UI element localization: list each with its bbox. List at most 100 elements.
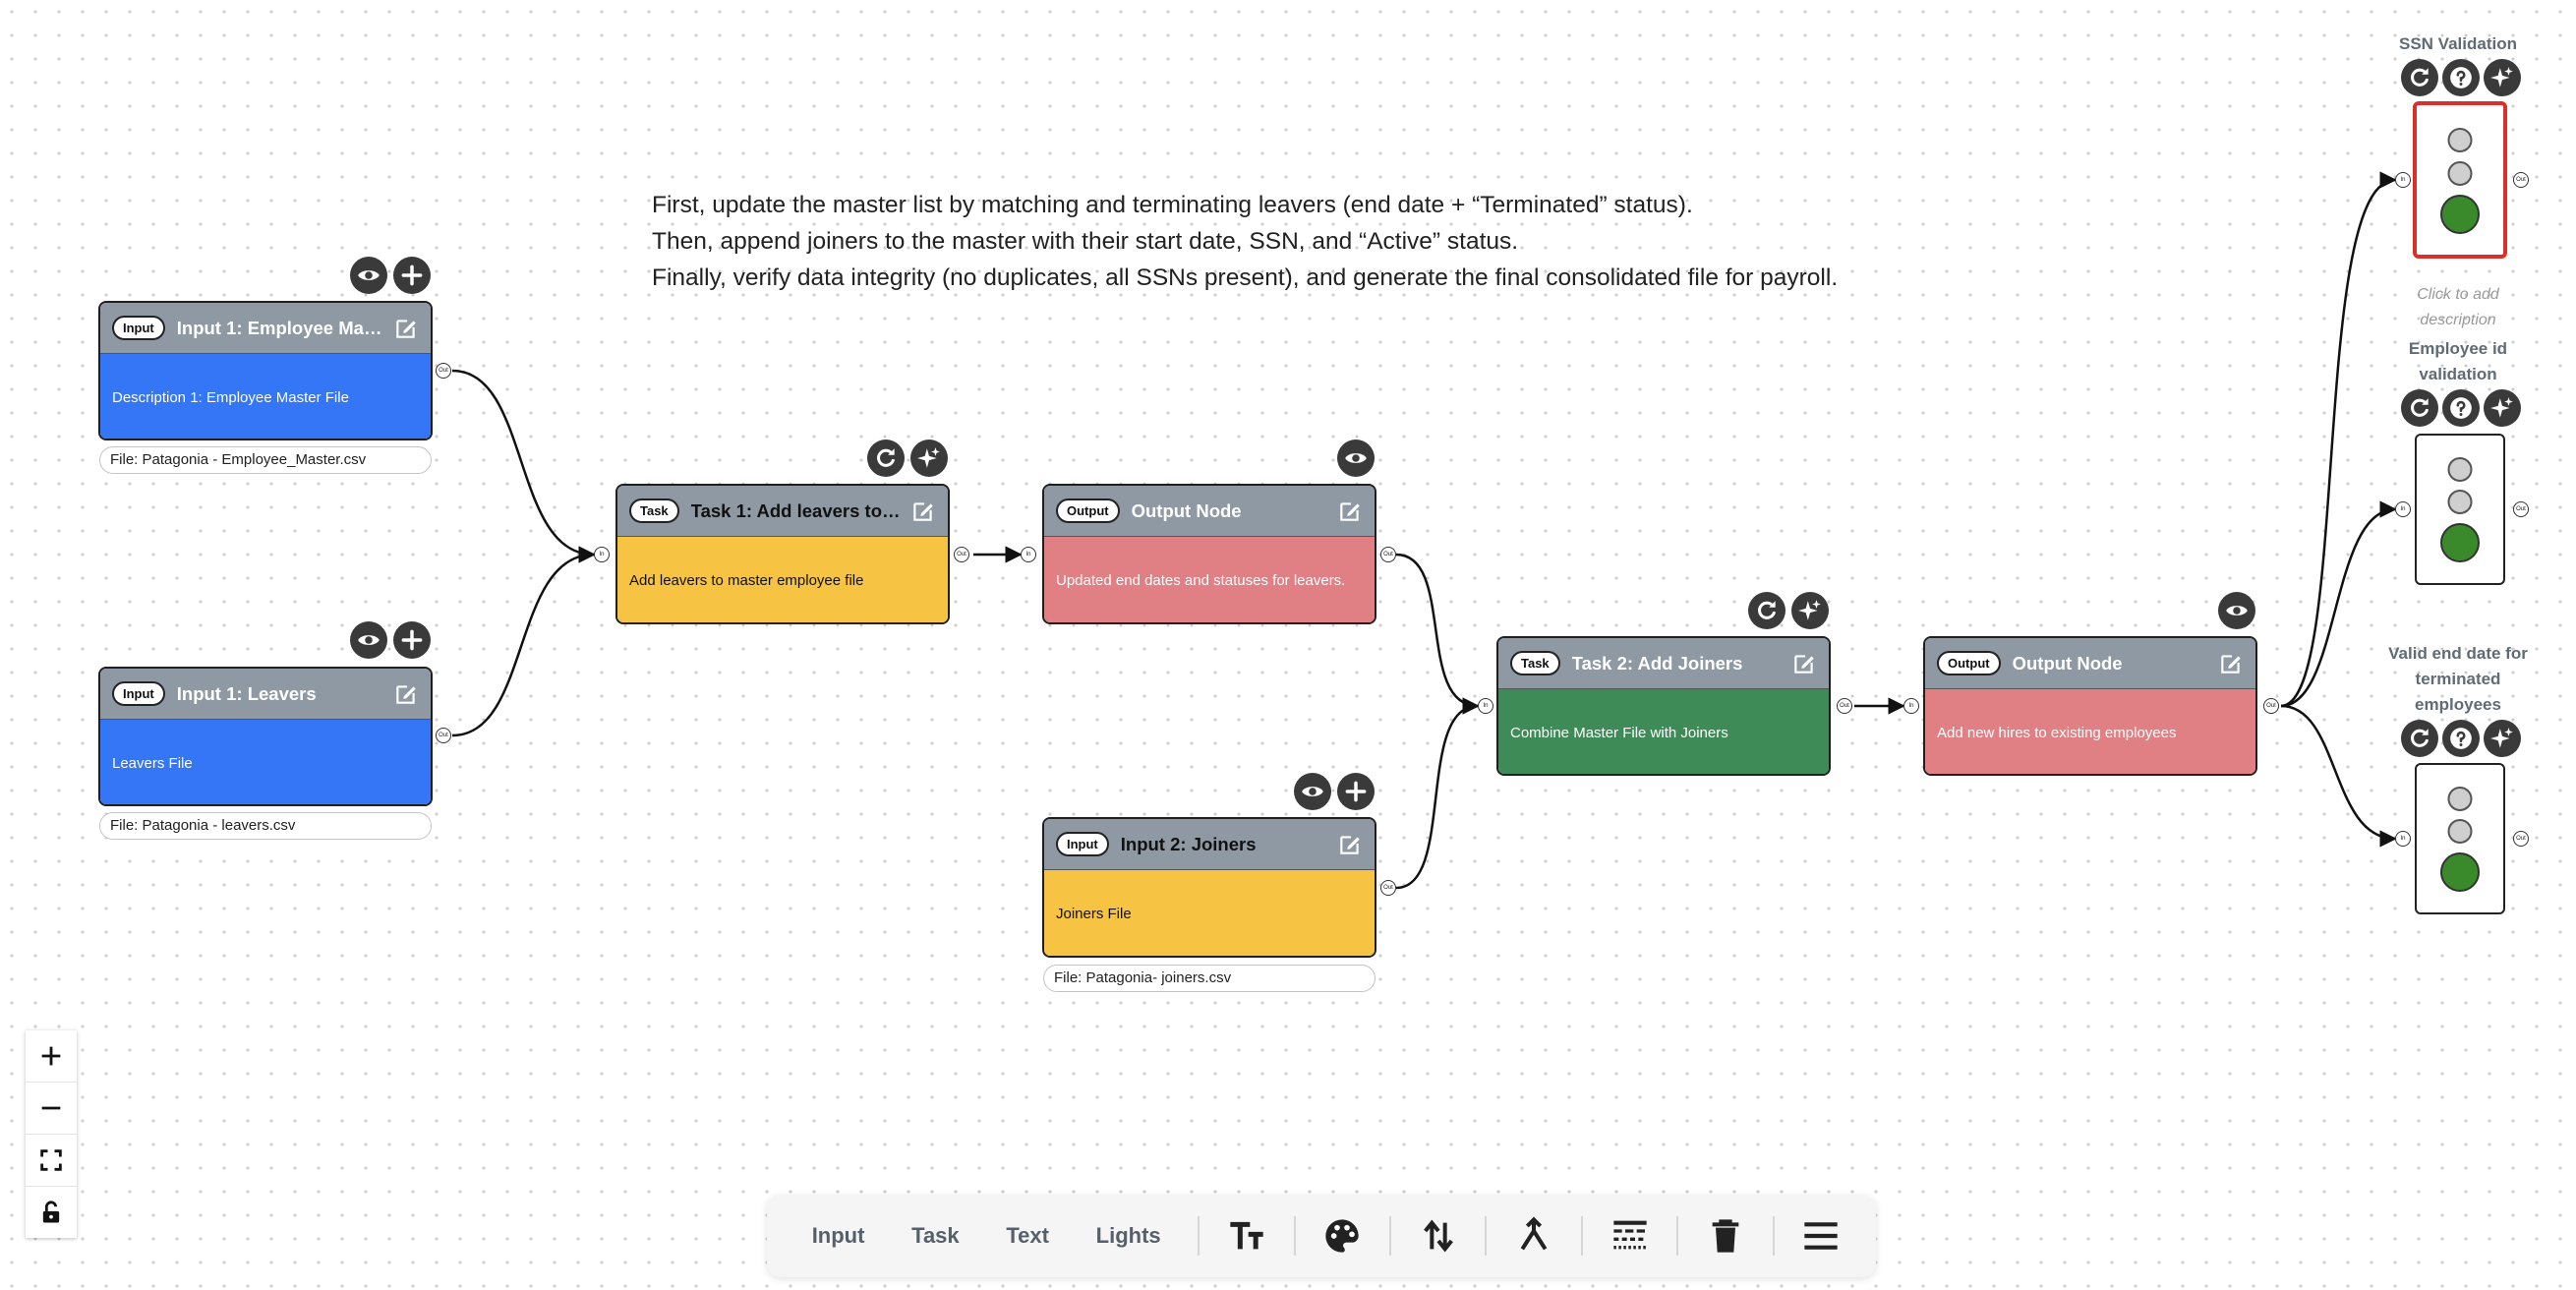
sort-button[interactable]: [1419, 1216, 1458, 1256]
node-header[interactable]: Input Input 2: Joiners: [1044, 819, 1375, 870]
edge-output2-to-light3[interactable]: [2280, 704, 2397, 848]
output-port[interactable]: Out: [1380, 547, 1396, 562]
light-off: [2447, 457, 2473, 482]
plus-icon: [1345, 781, 1367, 802]
delete-button[interactable]: [1706, 1216, 1745, 1256]
rerun-button[interactable]: [2401, 720, 2438, 757]
output-port[interactable]: Out: [2513, 831, 2529, 847]
node-description[interactable]: Add new hires to existing employees: [1925, 689, 2255, 774]
edit-icon[interactable]: [2218, 651, 2244, 676]
input-port[interactable]: In: [2395, 831, 2411, 847]
rerun-button[interactable]: [2401, 389, 2438, 427]
edge-output2-to-light2[interactable]: [2280, 500, 2397, 708]
light-title[interactable]: Employee id validation: [2408, 339, 2508, 383]
output-node-2[interactable]: Output Output Node Add new hires to exis…: [1923, 636, 2257, 776]
ai-assist-button[interactable]: [910, 440, 948, 477]
output-port[interactable]: Out: [2263, 698, 2279, 714]
node-header[interactable]: Output Output Node: [1044, 486, 1375, 537]
node-description[interactable]: Combine Master File with Joiners: [1498, 689, 1829, 774]
node-description[interactable]: Updated end dates and statuses for leave…: [1044, 537, 1375, 622]
edge-joiners-to-task2[interactable]: [1395, 697, 1480, 890]
edge-output1-to-task2[interactable]: [1395, 553, 1480, 715]
help-button[interactable]: [2442, 59, 2480, 96]
node-header[interactable]: Input Input 1: Employee Master: [100, 303, 431, 354]
node-description[interactable]: Joiners File: [1044, 870, 1375, 956]
output-port[interactable]: Out: [1837, 698, 1852, 714]
input-port[interactable]: In: [1903, 698, 1919, 714]
input-node-employee-master[interactable]: Input Input 1: Employee Master Descripti…: [98, 301, 433, 440]
ai-assist-button[interactable]: [2484, 389, 2521, 427]
output-port[interactable]: Out: [1380, 880, 1396, 896]
help-button[interactable]: [2442, 389, 2480, 427]
ai-assist-button[interactable]: [2484, 59, 2521, 96]
preview-button[interactable]: [350, 257, 387, 294]
lock-button[interactable]: [26, 1187, 77, 1238]
preview-button[interactable]: [1294, 773, 1331, 810]
add-button[interactable]: [393, 257, 431, 294]
output-node-1[interactable]: Output Output Node Updated end dates and…: [1042, 484, 1376, 624]
color-button[interactable]: [1322, 1216, 1362, 1256]
ai-assist-button[interactable]: [2484, 720, 2521, 757]
text-size-button[interactable]: [1227, 1216, 1266, 1256]
menu-button[interactable]: [1801, 1216, 1841, 1256]
node-header[interactable]: Input Input 1: Leavers: [100, 669, 431, 720]
input-port[interactable]: In: [1021, 547, 1036, 562]
edit-icon[interactable]: [393, 681, 419, 707]
node-header[interactable]: Task Task 1: Add leavers to Ma...: [617, 486, 948, 537]
preview-button[interactable]: [2218, 592, 2255, 629]
input-port[interactable]: In: [1478, 698, 1493, 714]
line-style-button[interactable]: [1610, 1216, 1650, 1256]
edit-icon[interactable]: [393, 316, 419, 341]
input-node-joiners[interactable]: Input Input 2: Joiners Joiners File: [1042, 817, 1376, 958]
rerun-button[interactable]: [2401, 59, 2438, 96]
traffic-light-ssn-validation[interactable]: [2413, 101, 2507, 259]
zoom-out-button[interactable]: [26, 1083, 77, 1135]
preview-button[interactable]: [350, 621, 387, 659]
add-button[interactable]: [1337, 773, 1375, 810]
help-button[interactable]: [2442, 720, 2480, 757]
input-node-leavers[interactable]: Input Input 1: Leavers Leavers File: [98, 667, 433, 806]
light-title[interactable]: Valid end date for terminated employees: [2388, 644, 2528, 714]
traffic-light-valid-end-date[interactable]: [2415, 763, 2505, 914]
output-port[interactable]: Out: [954, 547, 969, 562]
toolbar-add-input[interactable]: Input: [811, 1223, 865, 1248]
ai-assist-button[interactable]: [1791, 592, 1829, 629]
output-port[interactable]: Out: [436, 728, 451, 743]
task-node-add-joiners[interactable]: Task Task 2: Add Joiners Combine Master …: [1496, 636, 1831, 776]
node-header[interactable]: Task Task 2: Add Joiners: [1498, 638, 1829, 689]
node-title: Input 1: Leavers: [176, 682, 317, 704]
light-title[interactable]: SSN Validation: [2399, 34, 2517, 53]
output-port[interactable]: Out: [2513, 172, 2529, 188]
edge-master-to-task1[interactable]: [451, 369, 596, 563]
merge-button[interactable]: [1514, 1216, 1553, 1256]
preview-button[interactable]: [1337, 440, 1375, 477]
fit-view-button[interactable]: [26, 1135, 77, 1187]
edit-icon[interactable]: [910, 498, 936, 524]
add-button[interactable]: [393, 621, 431, 659]
toolbar-add-task[interactable]: Task: [911, 1223, 960, 1248]
rerun-button[interactable]: [1748, 592, 1786, 629]
edit-icon[interactable]: [1791, 651, 1817, 676]
light-description[interactable]: Click to add description: [2417, 286, 2499, 328]
traffic-light-employee-id-validation[interactable]: [2415, 434, 2505, 585]
instructions-text[interactable]: First, update the master list by matchin…: [652, 187, 1838, 296]
input-port[interactable]: In: [2395, 172, 2411, 188]
edge-leavers-to-task1[interactable]: [451, 546, 596, 737]
node-description[interactable]: Add leavers to master employee file: [617, 537, 948, 622]
output-port[interactable]: Out: [436, 363, 451, 379]
input-port[interactable]: In: [594, 547, 610, 562]
edit-icon[interactable]: [1337, 498, 1363, 524]
rerun-button[interactable]: [867, 440, 905, 477]
output-port[interactable]: Out: [2513, 501, 2529, 517]
input-port[interactable]: In: [2395, 501, 2411, 517]
edit-icon[interactable]: [1337, 832, 1363, 857]
node-header[interactable]: Output Output Node: [1925, 638, 2255, 689]
task-node-add-leavers[interactable]: Task Task 1: Add leavers to Ma... Add le…: [615, 484, 950, 624]
node-description[interactable]: Leavers File: [100, 720, 431, 804]
node-description[interactable]: Description 1: Employee Master File: [100, 354, 431, 439]
edge-output2-to-light1[interactable]: [2280, 171, 2397, 708]
toolbar-add-lights[interactable]: Lights: [1095, 1223, 1161, 1248]
light-off: [2447, 128, 2473, 152]
zoom-in-button[interactable]: [26, 1030, 77, 1083]
toolbar-add-text[interactable]: Text: [1006, 1223, 1049, 1248]
